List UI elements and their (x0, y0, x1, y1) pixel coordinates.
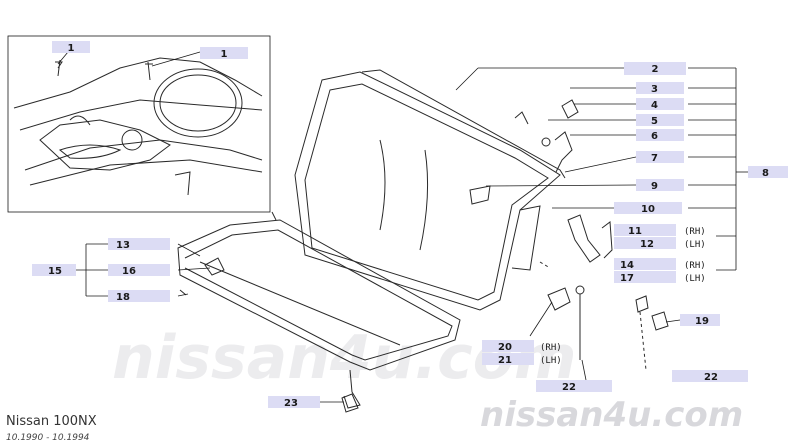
svg-text:(LH): (LH) (684, 240, 706, 250)
inset-detail (7, 35, 271, 213)
svg-text:15: 15 (48, 266, 62, 277)
callout-14: 14 (RH) (614, 258, 706, 271)
model-period: 10.1990 - 10.1994 (6, 433, 90, 443)
svg-text:4: 4 (651, 100, 658, 111)
svg-text:22: 22 (562, 382, 576, 393)
model-title: Nissan 100NX (6, 414, 97, 429)
svg-text:21: 21 (498, 355, 512, 366)
svg-text:(RH): (RH) (684, 227, 706, 237)
svg-text:3: 3 (651, 84, 658, 95)
seat-cushion (177, 211, 461, 409)
callout-15: 15 (32, 264, 76, 277)
callout-13: 13 (108, 238, 170, 251)
svg-text:19: 19 (695, 316, 709, 327)
svg-text:20: 20 (498, 342, 512, 353)
callout-4: 4 (636, 98, 684, 111)
svg-text:2: 2 (652, 64, 659, 75)
svg-text:1: 1 (221, 49, 228, 60)
callout-17: 17 (LH) (614, 271, 706, 284)
callout-1a: 1 (52, 41, 90, 54)
svg-text:(RH): (RH) (540, 343, 562, 353)
callout-9: 9 (636, 179, 684, 192)
callout-3: 3 (636, 82, 684, 95)
callout-1b: 1 (200, 47, 248, 60)
svg-text:(LH): (LH) (684, 274, 706, 284)
callout-6: 6 (636, 129, 684, 142)
svg-text:(LH): (LH) (540, 356, 562, 366)
callout-2: 2 (624, 62, 686, 75)
callout-23: 23 (268, 396, 320, 409)
seat-back (294, 69, 566, 311)
svg-text:6: 6 (651, 131, 658, 142)
svg-text:13: 13 (116, 240, 130, 251)
callout-19: 19 (680, 314, 720, 327)
watermark-small: nissan4u.com (480, 395, 743, 435)
callout-18: 18 (108, 290, 170, 303)
callout-5: 5 (636, 114, 684, 127)
svg-text:10: 10 (641, 204, 655, 215)
callout-12: 12 (LH) (614, 237, 706, 250)
callout-16: 16 (108, 264, 170, 277)
svg-text:17: 17 (620, 273, 634, 284)
svg-text:18: 18 (116, 292, 130, 303)
svg-text:14: 14 (620, 260, 634, 271)
svg-text:23: 23 (284, 398, 298, 409)
small-parts (179, 99, 669, 413)
svg-text:(RH): (RH) (684, 261, 706, 271)
callout-22a: 22 (536, 380, 612, 393)
svg-text:12: 12 (640, 239, 654, 250)
svg-text:11: 11 (628, 226, 642, 237)
leader-lines (76, 67, 748, 403)
callout-7: 7 (636, 151, 684, 164)
callout-8: 8 (748, 166, 788, 179)
svg-text:5: 5 (651, 116, 658, 127)
svg-text:7: 7 (651, 153, 658, 164)
callout-11: 11 (RH) (614, 224, 706, 237)
svg-text:8: 8 (762, 168, 769, 179)
callout-22b: 22 (672, 370, 748, 383)
svg-text:22: 22 (704, 372, 718, 383)
callout-21: 21 (LH) (482, 353, 562, 366)
callout-10: 10 (614, 202, 682, 215)
callout-20: 20 (RH) (482, 340, 562, 353)
svg-text:1: 1 (68, 43, 75, 54)
svg-text:9: 9 (651, 181, 658, 192)
svg-text:16: 16 (122, 266, 136, 277)
